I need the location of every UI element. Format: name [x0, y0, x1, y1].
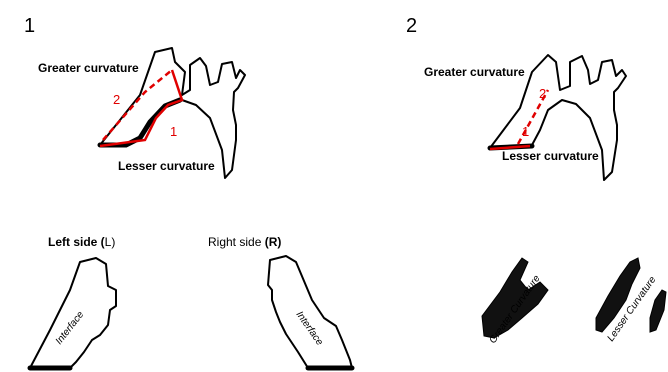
panel-2-greater-curvature-label: Greater curvature — [424, 65, 525, 79]
greater-strip-shape — [482, 258, 548, 338]
panel-1-greater-curvature-label: Greater curvature — [38, 61, 139, 75]
lesser-strip-edge — [650, 290, 666, 332]
left-side-outline — [30, 258, 116, 368]
greater-curvature-strip — [482, 258, 548, 338]
panel-1-cut-2-label: 2 — [113, 92, 120, 107]
panel-2-lesser-curvature-label: Lesser curvature — [502, 149, 599, 163]
panel-1-number: 1 — [24, 15, 35, 37]
left-side-label: Left side (L) — [48, 235, 115, 249]
right-side-outline — [268, 256, 352, 368]
right-side-piece — [268, 256, 352, 368]
panel-2-cut-1-label: 1 — [522, 124, 529, 139]
left-side-piece — [30, 258, 116, 368]
panel-1-cut-1-label: 1 — [170, 124, 177, 139]
lesser-curvature-strip — [596, 258, 666, 332]
panel-2-cut-2-label: 2 — [539, 86, 546, 101]
panel-1-lesser-curvature-label: Lesser curvature — [118, 159, 215, 173]
panel-2-number: 2 — [406, 15, 417, 37]
right-side-label: Right side (R) — [208, 235, 281, 249]
